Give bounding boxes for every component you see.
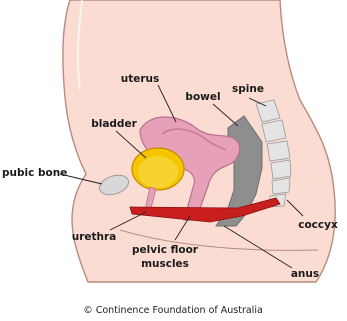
label-coccyx: coccyx [298, 219, 338, 231]
label-urethra: urethra [72, 231, 117, 243]
label-anus: anus [291, 268, 319, 280]
copyright-caption: © Continence Foundation of Australia [83, 305, 263, 316]
label-pelvic-floor-line2: muscles [141, 258, 189, 270]
label-pelvic-floor-line1: pelvic floor [132, 244, 199, 256]
label-pubic-bone: pubic bone [2, 167, 67, 179]
label-bowel: bowel [185, 91, 220, 103]
label-spine: spine [232, 83, 264, 95]
label-bladder: bladder [91, 118, 137, 130]
bladder [138, 156, 178, 188]
label-uterus: uterus [121, 73, 160, 85]
